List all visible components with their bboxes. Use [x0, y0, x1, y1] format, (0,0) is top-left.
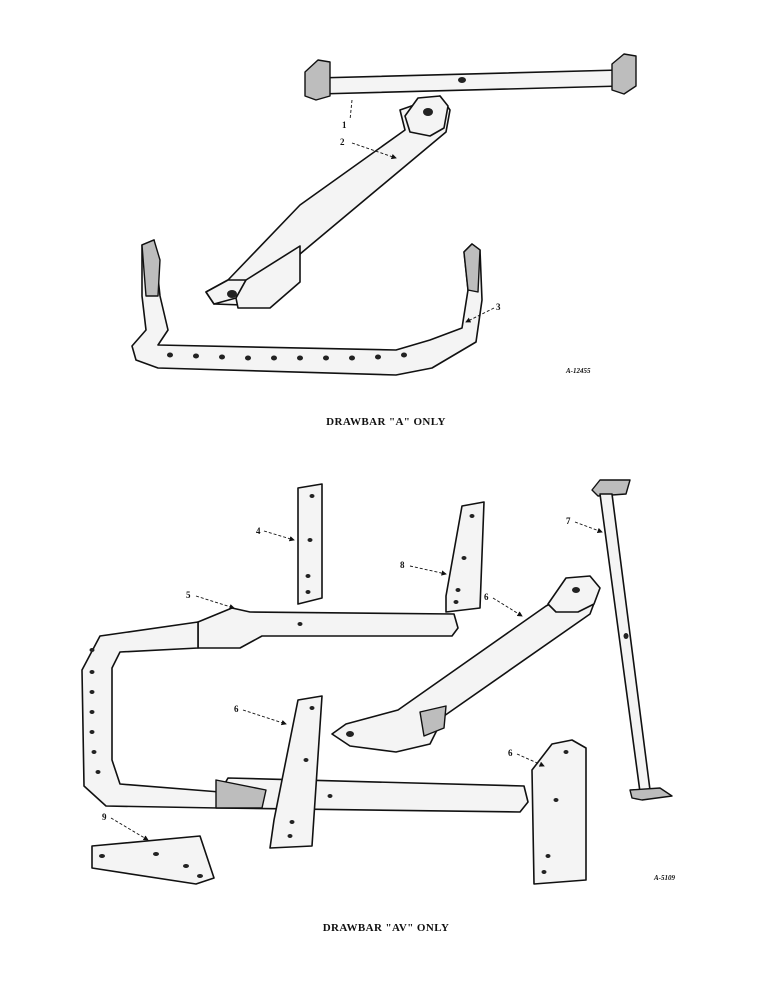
callout-8: 8 [400, 560, 405, 570]
leader-1 [349, 99, 353, 121]
part-2-drawbar [205, 95, 451, 309]
part-4-bracket [297, 483, 323, 605]
leader-2 [351, 142, 397, 160]
callout-1: 1 [342, 120, 347, 130]
leader-6-center [242, 709, 287, 726]
part-7-cross-bar [591, 479, 673, 801]
figure-a-caption: DRAWBAR "A" ONLY [326, 416, 446, 428]
part-9-plate [91, 835, 215, 885]
part-6-plate-center [269, 695, 323, 849]
callout-7: 7 [566, 516, 571, 526]
leader-4 [263, 530, 295, 542]
leader-7 [574, 521, 603, 533]
figure-av: 4 8 7 5 6 6 6 9 A-5109 [81, 479, 676, 885]
callout-6-drawbar: 6 [484, 592, 489, 602]
part-3-u-frame [131, 239, 483, 376]
part-1-cross-bar [304, 53, 637, 101]
leader-8 [409, 565, 447, 576]
figure-av-id: A-5109 [653, 874, 676, 882]
callout-6-right: 6 [508, 748, 513, 758]
callout-2: 2 [340, 137, 345, 147]
leader-5 [195, 595, 235, 610]
part-6-plate-right [531, 739, 587, 885]
callout-5: 5 [186, 590, 191, 600]
figure-a: 1 2 3 A-12455 [131, 53, 637, 376]
part-6-drawbar [331, 575, 601, 753]
callout-3: 3 [496, 302, 501, 312]
callout-4: 4 [256, 526, 261, 536]
leader-6-drawbar [492, 597, 523, 617]
callout-9: 9 [102, 812, 107, 822]
leader-9 [110, 817, 149, 841]
leader-3 [465, 307, 495, 323]
figure-a-id: A-12455 [565, 367, 591, 375]
part-5-frame [81, 607, 529, 813]
part-8-bracket [445, 501, 485, 613]
figure-av-caption: DRAWBAR "AV" ONLY [322, 922, 450, 934]
callout-6-center: 6 [234, 704, 239, 714]
